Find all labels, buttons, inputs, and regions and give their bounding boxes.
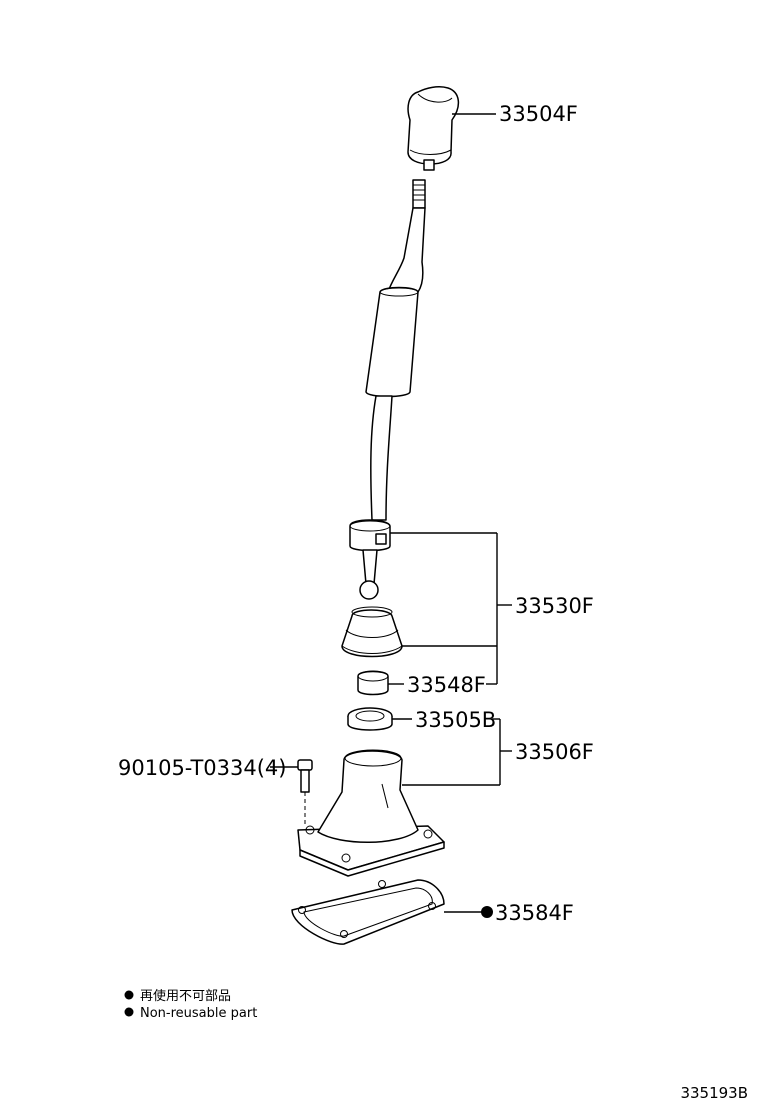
retainer-housing [297, 749, 445, 877]
label-lever-assy: 33530F [515, 594, 594, 618]
label-retainer: 33506F [515, 740, 594, 764]
shift-knob [407, 86, 460, 171]
label-seal: 33505B [415, 708, 496, 732]
non-reusable-marker [481, 906, 493, 918]
label-knob: 33504F [499, 102, 578, 126]
label-bolt: 90105-T0334(4) [118, 756, 286, 780]
legend-line-2: Non-reusable part [140, 1006, 257, 1021]
legend-line-1: 再使用不可部品 [140, 988, 231, 1004]
bushing [357, 670, 389, 696]
gasket [291, 879, 445, 945]
shift-lever [365, 179, 426, 521]
leader-lines [270, 113, 512, 913]
lever-lower-fitting [349, 519, 391, 600]
lever-boot [341, 606, 403, 658]
label-bushing: 33548F [407, 673, 486, 697]
label-gasket: 33584F [495, 901, 574, 925]
legend: 再使用不可部品 Non-reusable part [124, 988, 257, 1021]
legend-marker-1 [124, 990, 134, 1000]
figure-reference: 335193B [680, 1084, 748, 1102]
legend-marker-2 [124, 1007, 134, 1017]
bolt [297, 759, 313, 826]
seal-ring [347, 707, 393, 731]
